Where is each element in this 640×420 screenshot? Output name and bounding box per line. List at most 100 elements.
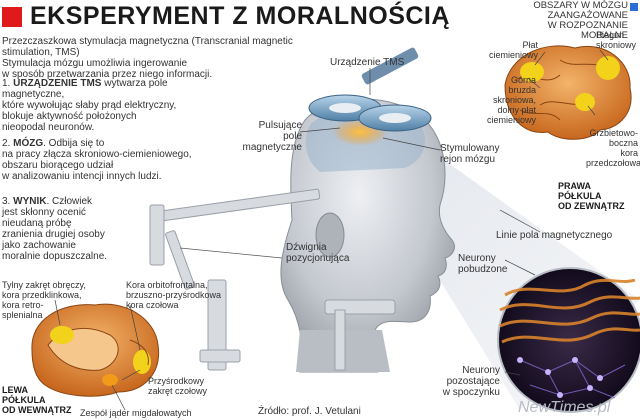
lb-label-cingulate: Tylny zakręt obręczy, kora przedklinkowa…: [2, 280, 86, 320]
label-line: skroniowy: [596, 40, 637, 50]
label-line: PÓŁKULA: [558, 191, 602, 201]
label-line: ZAANGAŻOWANE: [547, 10, 628, 21]
lb-cingulate-highlight: [50, 326, 74, 344]
step-line: które wywołując słaby prąd elektryczny,: [2, 100, 177, 111]
step-heading: WYNIK: [13, 196, 47, 207]
step-line: nieudaną próbę: [2, 218, 72, 229]
right-brain: [504, 45, 632, 140]
label-line: dolny płat: [497, 105, 536, 115]
lb-amygdala-highlight: [102, 374, 118, 386]
label-line: Przyśrodkowy: [148, 376, 205, 386]
label-line: brzuszno-przyśrodkowa: [126, 290, 222, 300]
lb-label-amygdala: Zespół jąder migdałowatych: [80, 408, 192, 418]
label-line: PRAWA: [558, 181, 592, 191]
label-line: OD ZEWNĄTRZ: [558, 201, 625, 211]
label-line: pole magnetyczne: [242, 131, 302, 153]
page-title: EKSPERYMENT Z MORALNOŚCIĄ: [30, 2, 450, 30]
rb-label-sulcus: Górna bruzda skroniowa, dolny płat ciemi…: [482, 75, 536, 125]
label-line: Dźwignia: [286, 242, 327, 253]
label-line: w spoczynku: [442, 387, 500, 398]
legend-blue-marker: [630, 3, 638, 11]
label-lever: Dźwignia pozycjonująca: [286, 242, 349, 264]
label-line: Górna: [510, 75, 536, 85]
intro-line: Stymulacja mózgu umożliwia ingerowanie: [2, 58, 188, 69]
step-2: 2. MÓZG. Odbija się to na pracy złącza s…: [2, 138, 232, 182]
step-line: . Człowiek: [46, 196, 93, 207]
label-line: W ROZPOZNANIE MORALNE: [547, 20, 628, 41]
rb-temporal-highlight: [596, 56, 620, 80]
tms-coil: [308, 47, 432, 132]
rb-label-temporal-pole: Biegun skroniowy: [596, 30, 636, 50]
step-line: jest skłonny ocenić: [2, 207, 86, 218]
step-number: 3.: [2, 196, 11, 207]
intro-line: w sposób przetwarzania przez niego infor…: [2, 69, 213, 80]
label-line: ciemieniowy: [486, 115, 536, 125]
step-line: w analizowaniu intencji innych ludzi.: [2, 171, 162, 182]
step-line: na pracy złącza skroniowo-ciemieniowego,: [2, 149, 192, 160]
step-number: 2.: [2, 138, 11, 149]
label-line: kora czołowa: [126, 300, 179, 310]
label-line: przedczołowa: [586, 158, 640, 168]
label-line: Grzbietowo-: [589, 128, 638, 138]
step-3: 3. WYNIK. Człowiek jest skłonny ocenić n…: [2, 196, 152, 262]
label-line: Stymulowany: [440, 143, 500, 154]
step-line: jako zachowanie: [2, 240, 76, 251]
label-resting-neurons: Neurony pozostające w spoczynku: [438, 365, 500, 398]
step-line: obszaru biorącego udział: [2, 160, 114, 171]
label-line: Pulsujące: [258, 120, 302, 131]
lb-orbito-highlight: [133, 350, 151, 374]
label-line: zakręt czołowy: [148, 386, 208, 396]
lb-label-medial-frontal: Przyśrodkowy zakręt czołowy: [148, 376, 207, 396]
label-line: rejon mózgu: [440, 154, 496, 165]
label-line: pozycjonująca: [286, 253, 350, 264]
step-line: moralnie dopuszczalne.: [2, 251, 108, 262]
step-line: blokuje aktywność położonych: [2, 111, 137, 122]
rb-label-prefrontal: Grzbietowo- boczna kora przedczołowa: [586, 128, 640, 168]
watermark-logo: NewTimes.pl: [518, 399, 611, 416]
label-line: Kora orbitofrontalna,: [126, 280, 208, 290]
label-line: kora: [620, 148, 638, 158]
step-heading: URZĄDZENIE TMS: [13, 78, 102, 89]
label-pulsing-fields: Pulsujące pole magnetyczne: [232, 120, 302, 153]
rb-caption: PRAWA PÓŁKULA OD ZEWNĄTRZ: [558, 181, 625, 211]
label-line: PÓŁKULA: [2, 395, 46, 405]
positioning-frame: [149, 188, 396, 371]
label-line: splenialna: [2, 310, 43, 320]
label-line: Płat: [522, 40, 538, 50]
label-line: OD WEWNĄTRZ: [2, 405, 72, 415]
label-line: Neurony: [462, 365, 500, 376]
label-field-lines: Linie pola magnetycznego: [496, 230, 613, 241]
label-stimulated-region: Stymulowany rejon mózgu: [440, 143, 499, 165]
neuron-field-lines: [499, 278, 640, 344]
label-line: Neurony: [458, 253, 496, 264]
label-line: bruzda: [508, 85, 536, 95]
label-line: LEWA: [2, 385, 28, 395]
label-excited-neurons: Neurony pobudzone: [458, 253, 508, 275]
rb-label-parietal: Płat ciemieniowy: [478, 40, 538, 60]
step-number: 1.: [2, 78, 11, 89]
label-line: OBSZARY W MÓZGU: [533, 0, 628, 11]
source-credit: Źródło: prof. J. Vetulani: [258, 406, 361, 417]
lever-leader: [179, 247, 283, 259]
label-line: pobudzone: [458, 264, 508, 275]
intro-text: Przezczaszkowa stymulacja magnetyczna (T…: [2, 36, 302, 80]
label-tms-device: Urządzenie TMS: [330, 57, 405, 68]
label-line: kora przedklinkowa,: [2, 290, 82, 300]
label-line: ciemieniowy: [488, 50, 538, 60]
label-line: Tylny zakręt obręczy,: [2, 280, 86, 290]
step-line: nieopodal neuronów.: [2, 122, 95, 133]
step-line: . Odbija się to: [43, 138, 105, 149]
neuron-nodes: [517, 357, 603, 398]
step-heading: MÓZG: [13, 138, 44, 149]
lb-label-orbitofrontal: Kora orbitofrontalna, brzuszno-przyśrodk…: [126, 280, 221, 310]
rb-heading: OBSZARY W MÓZGU ZAANGAŻOWANE W ROZPOZNAN…: [510, 1, 628, 41]
label-line: skroniowa,: [492, 95, 536, 105]
step-1: 1. URZĄDZENIE TMS wytwarza pole magnetyc…: [2, 78, 232, 133]
intro-line: Przezczaszkowa stymulacja magnetyczna (T…: [2, 36, 293, 58]
leader-lines: [54, 49, 609, 411]
label-line: pozostające: [446, 376, 500, 387]
label-line: Biegun: [596, 30, 625, 40]
label-line: boczna: [608, 138, 638, 148]
